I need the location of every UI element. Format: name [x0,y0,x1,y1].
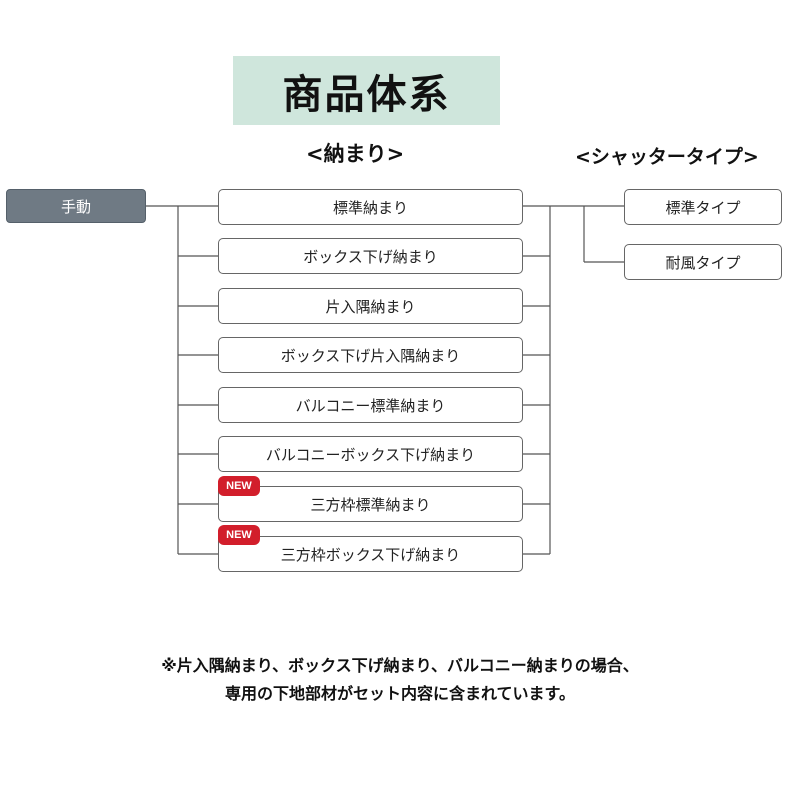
osamari-item: バルコニーボックス下げ納まり [218,436,523,472]
osamari-item: バルコニー標準納まり [218,387,523,423]
osamari-item: ボックス下げ納まり [218,238,523,274]
osamari-column-header: <納まり> [306,142,405,166]
osamari-item: 片入隅納まり [218,288,523,324]
osamari-item: 三方枠標準納まり [218,486,523,522]
footnote-line: 専用の下地部材がセット内容に含まれています。 [225,684,575,703]
page-title: 商品体系 [233,56,500,125]
shutter-type-item: 耐風タイプ [624,244,782,280]
new-badge: NEW [218,525,260,545]
shutter-type-column-header: <シャッタータイプ> [575,146,759,168]
new-badge: NEW [218,476,260,496]
manual-operation-box: 手動 [6,189,146,223]
osamari-item: ボックス下げ片入隅納まり [218,337,523,373]
shutter-type-item: 標準タイプ [624,189,782,225]
footnote-line: ※片入隅納まり、ボックス下げ納まり、バルコニー納まりの場合、 [161,656,639,675]
osamari-item: 標準納まり [218,189,523,225]
osamari-item: 三方枠ボックス下げ納まり [218,536,523,572]
